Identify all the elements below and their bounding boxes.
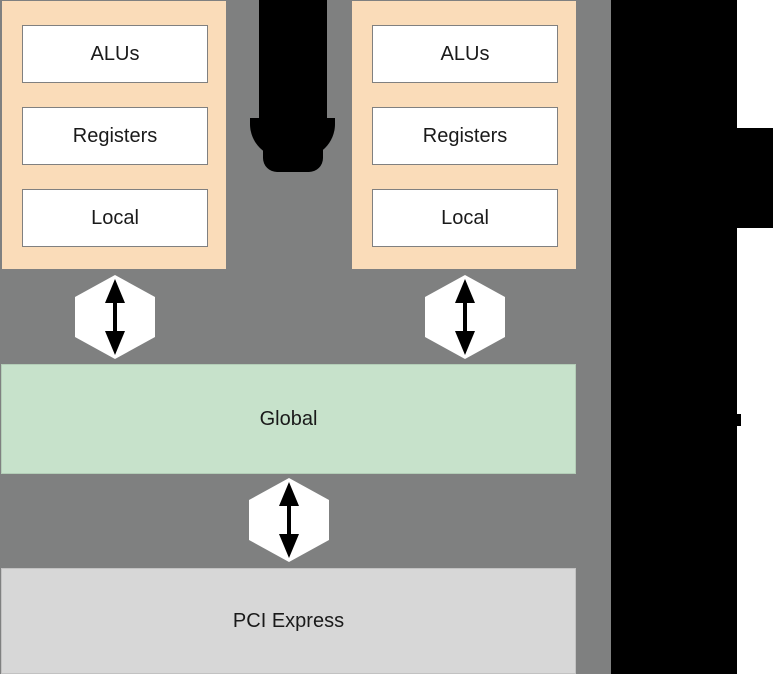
- compute-unit-right-local-box: Local: [372, 189, 558, 247]
- top-center-black-occluder: [259, 0, 327, 130]
- bidirectional-arrow-icon: [249, 478, 329, 562]
- compute-unit-left-alus-box: ALUs: [22, 25, 208, 83]
- pci-express-bar: PCI Express: [1, 568, 576, 674]
- compute-unit-right-registers-box: Registers: [372, 107, 558, 165]
- connector-local-to-global-left: [75, 275, 155, 359]
- compute-unit-left-panel: ALUs Registers Local: [1, 0, 227, 270]
- compute-unit-left-local-box: Local: [22, 189, 208, 247]
- connector-global-to-pci: [249, 478, 329, 562]
- compute-unit-left-registers-box: Registers: [22, 107, 208, 165]
- bidirectional-arrow-icon: [75, 275, 155, 359]
- right-black-occluder-nub: [733, 414, 741, 426]
- right-black-occluder-extension: [737, 128, 773, 228]
- global-memory-bar: Global: [1, 364, 576, 474]
- compute-unit-right-alus-box: ALUs: [372, 25, 558, 83]
- bidirectional-arrow-icon: [425, 275, 505, 359]
- right-black-occluder: [611, 0, 737, 674]
- compute-unit-right-panel: ALUs Registers Local: [351, 0, 577, 270]
- top-center-black-occluder-tip: [263, 150, 323, 172]
- connector-local-to-global-right: [425, 275, 505, 359]
